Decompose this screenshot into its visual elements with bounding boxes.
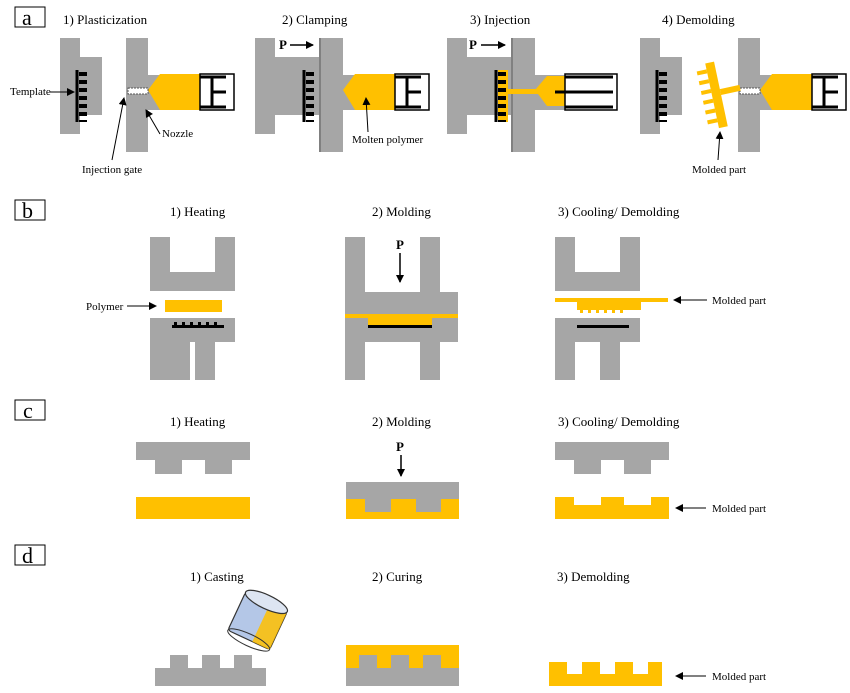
screw-icon <box>555 75 613 109</box>
pressure-label: P <box>396 439 404 454</box>
step-title: 2) Molding <box>372 414 431 429</box>
molded-part <box>696 61 741 129</box>
template <box>306 70 314 122</box>
step-title: 4) Demolding <box>662 12 735 27</box>
step-title: 2) Clamping <box>282 12 348 27</box>
screw-icon <box>395 75 421 109</box>
polymer-sheet <box>165 300 222 312</box>
casting-beaker-icon <box>227 589 289 652</box>
curing-polymer <box>346 645 459 668</box>
panel-c: c 1) Heating 2) Molding 3) Cooling/ Demo… <box>14 398 766 519</box>
panel-label-box <box>14 399 46 421</box>
molten-polymer-label: Molten polymer <box>352 134 424 146</box>
injection-mold-demold: Molded part <box>640 38 847 176</box>
step-title: 1) Heating <box>170 414 226 429</box>
polymer-label: Polymer <box>86 301 124 313</box>
step-title: 3) Demolding <box>557 569 630 584</box>
molded-part-label: Molded part <box>712 671 766 683</box>
step-title: 1) Plasticization <box>63 12 148 27</box>
stamp <box>346 482 459 512</box>
molded-part-label: Molded part <box>692 164 746 176</box>
panel-label: c <box>23 398 33 423</box>
panel-label: b <box>22 198 33 223</box>
polymer-sheet <box>136 497 250 519</box>
hot-embossing-demold: Molded part <box>555 237 766 380</box>
template <box>79 70 87 122</box>
panel-a: a 1) Plasticization 2) Clamping 3) Injec… <box>10 5 847 176</box>
injection-gate-label: Injection gate <box>82 164 142 176</box>
step-title: 2) Curing <box>372 569 423 584</box>
step-title: 3) Cooling/ Demolding <box>558 204 680 219</box>
step-title: 3) Cooling/ Demolding <box>558 414 680 429</box>
step-title: 2) Molding <box>372 204 431 219</box>
stamp <box>555 442 669 474</box>
screw-icon <box>812 75 838 109</box>
step-title: 3) Injection <box>470 12 531 27</box>
stamp <box>136 442 250 474</box>
panel-label: d <box>22 543 33 568</box>
template <box>174 322 217 325</box>
molded-part <box>555 497 669 519</box>
pressure-label: P <box>279 37 287 52</box>
master-mold <box>155 655 266 686</box>
hot-embossing-molding: P <box>345 237 458 380</box>
hot-embossing-heating: Polymer <box>86 237 235 380</box>
pressure-label: P <box>396 237 404 252</box>
step-title: 1) Casting <box>190 569 244 584</box>
injection-mold-clamped: P Molten polymer <box>255 37 430 152</box>
nozzle <box>127 87 149 95</box>
screw-icon <box>200 75 226 109</box>
panel-label-box <box>14 6 46 28</box>
molded-part <box>549 662 662 686</box>
molten-polymer <box>343 74 395 110</box>
panel-d: d 1) Casting 2) Curing 3) Demolding Mold… <box>14 543 766 686</box>
pressure-label: P <box>469 37 477 52</box>
panel-label-box <box>14 544 46 566</box>
molded-part-label: Molded part <box>712 295 766 307</box>
molten-polymer <box>148 74 200 110</box>
injection-mold-filling: P <box>447 37 618 152</box>
injection-mold-open: Template Nozzle Injection gate <box>10 38 235 176</box>
panel-label-box <box>14 199 46 221</box>
molded-part <box>555 298 668 302</box>
step-title: 1) Heating <box>170 204 226 219</box>
nozzle-label: Nozzle <box>162 128 193 140</box>
molding-polymer <box>346 499 459 519</box>
template-label: Template <box>10 86 51 98</box>
panel-b: b 1) Heating 2) Molding 3) Cooling/ Demo… <box>14 198 766 380</box>
molded-part-label: Molded part <box>712 503 766 515</box>
panel-label: a <box>22 5 32 30</box>
